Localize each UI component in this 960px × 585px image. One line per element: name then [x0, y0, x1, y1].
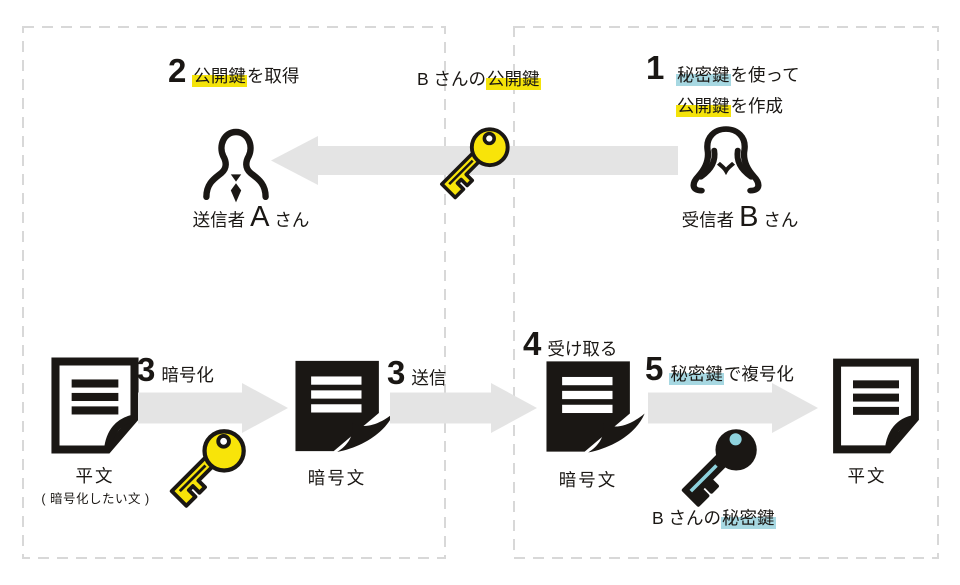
step-3a-number: 3: [137, 351, 155, 388]
step-2-text: 公開鍵を取得: [192, 66, 300, 87]
decrypt-arrow: [648, 383, 818, 433]
sender-side-panel: [22, 26, 446, 559]
private-key-icon: [683, 429, 757, 503]
step-3b-label: 3 送信: [387, 356, 446, 390]
receiver-side-panel: [513, 26, 939, 559]
send-arrow: [390, 383, 537, 433]
cipher-text-label-1: 暗号文: [307, 468, 367, 488]
step-5-number: 5: [645, 350, 663, 387]
step-2-number: 2: [168, 52, 186, 89]
public-key-caption: B さんの公開鍵: [417, 69, 541, 90]
plain-text-label-2: 平文: [847, 466, 887, 486]
step-1-number: 1: [646, 49, 664, 86]
cipher-doc-icon-1: [292, 357, 398, 455]
private-key-caption: B さんの秘密鍵: [652, 508, 776, 529]
plain-text-label-1: 平文: [75, 466, 115, 486]
step-3b-number: 3: [387, 354, 405, 391]
receiver-person-icon: [684, 123, 768, 199]
step-1-line-1: 秘密鍵を使って: [676, 65, 800, 86]
step-3b-text: 送信: [411, 368, 447, 388]
sender-person-icon: [196, 123, 276, 205]
encrypt-arrow: [138, 383, 288, 433]
step-2-label: 2 公開鍵を取得: [168, 54, 299, 88]
step-4-label: 4 受け取る: [523, 327, 617, 361]
step-4-number: 4: [523, 325, 541, 362]
step-5-label: 5 秘密鍵で複号化: [645, 352, 794, 386]
public-key-icon: [438, 125, 512, 199]
cipher-doc-icon-2: [543, 358, 649, 455]
step-1-label: 秘密鍵を使って 公開鍵を作成: [676, 60, 800, 122]
plain-doc-icon-2: [830, 357, 922, 455]
cipher-text-label-2: 暗号文: [558, 470, 618, 490]
plain-doc-icon-1: [48, 357, 142, 454]
plain-text-sublabel: ( 暗号化したい文 ): [41, 492, 150, 506]
step-5-text: 秘密鍵で複号化: [669, 364, 794, 385]
step-1-line-2: 公開鍵を作成: [676, 96, 783, 117]
public-key-icon-encrypt: [171, 430, 245, 504]
step-3a-label: 3 暗号化: [137, 353, 214, 387]
step-3a-text: 暗号化: [161, 365, 214, 385]
step-4-text: 受け取る: [547, 339, 618, 359]
